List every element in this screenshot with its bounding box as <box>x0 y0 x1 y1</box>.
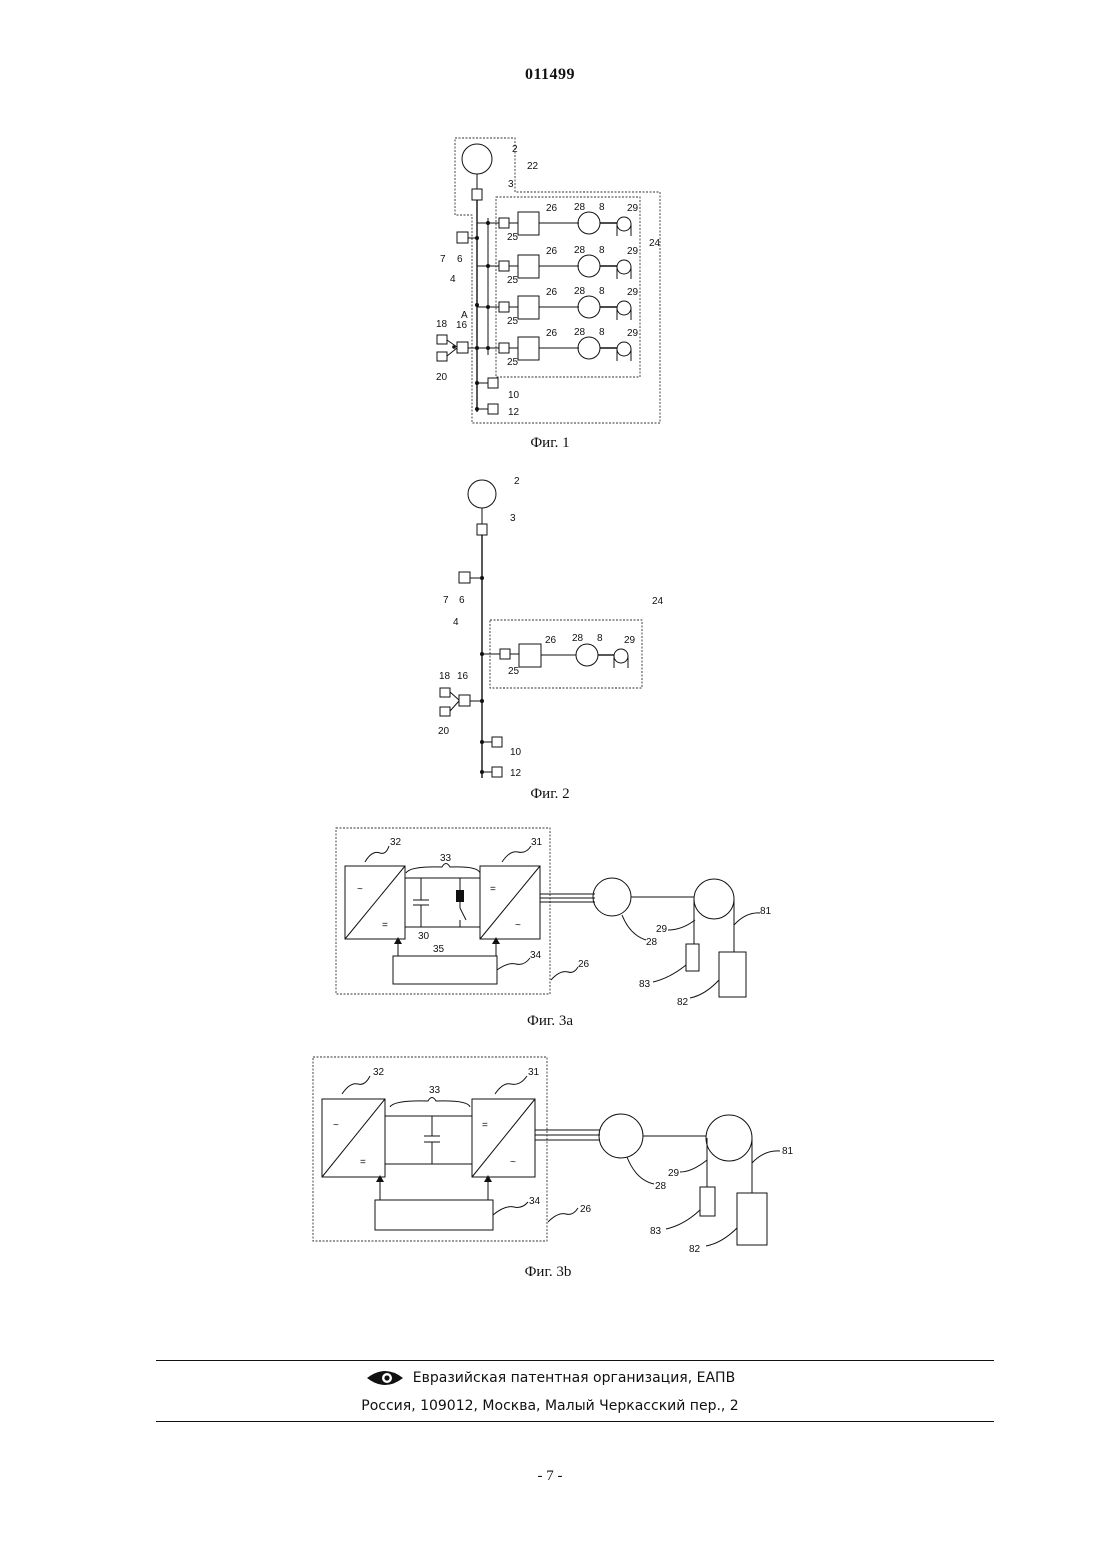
footer-org-name: Евразийская патентная организация, ЕАПВ <box>413 1370 735 1386</box>
fig3b-label-33: 33 <box>429 1085 441 1096</box>
footer-address: Россия, 109012, Москва, Малый Черкасский… <box>0 1398 1100 1414</box>
footer-top-rule <box>156 1360 994 1361</box>
fig3b-dc-symbol-left: = <box>360 1157 366 1168</box>
eye-logo-icon <box>365 1368 405 1388</box>
fig3b-label-32: 32 <box>373 1067 385 1078</box>
fig3b-label-31: 31 <box>528 1067 540 1078</box>
page-number: - 7 - <box>0 1468 1100 1485</box>
fig3b-ac-symbol-left: ~ <box>333 1120 339 1131</box>
fig3b-label-81: 81 <box>782 1146 794 1157</box>
fig3b-dc-symbol-right: = <box>482 1120 488 1131</box>
fig3b-label-82: 82 <box>689 1244 701 1255</box>
fig3b-ac-symbol-right: ~ <box>510 1157 516 1168</box>
footer-org-line: Евразийская патентная организация, ЕАПВ <box>0 1368 1100 1388</box>
fig3b-label-26: 26 <box>580 1204 592 1215</box>
fig3b-label-28: 28 <box>655 1181 667 1192</box>
footer-bottom-rule <box>156 1421 994 1422</box>
fig3b-label-34: 34 <box>529 1196 541 1207</box>
fig3b-caption: Фиг. 3b <box>525 1264 572 1280</box>
fig3b-label-83: 83 <box>650 1226 662 1237</box>
fig3b-label-29: 29 <box>668 1168 680 1179</box>
